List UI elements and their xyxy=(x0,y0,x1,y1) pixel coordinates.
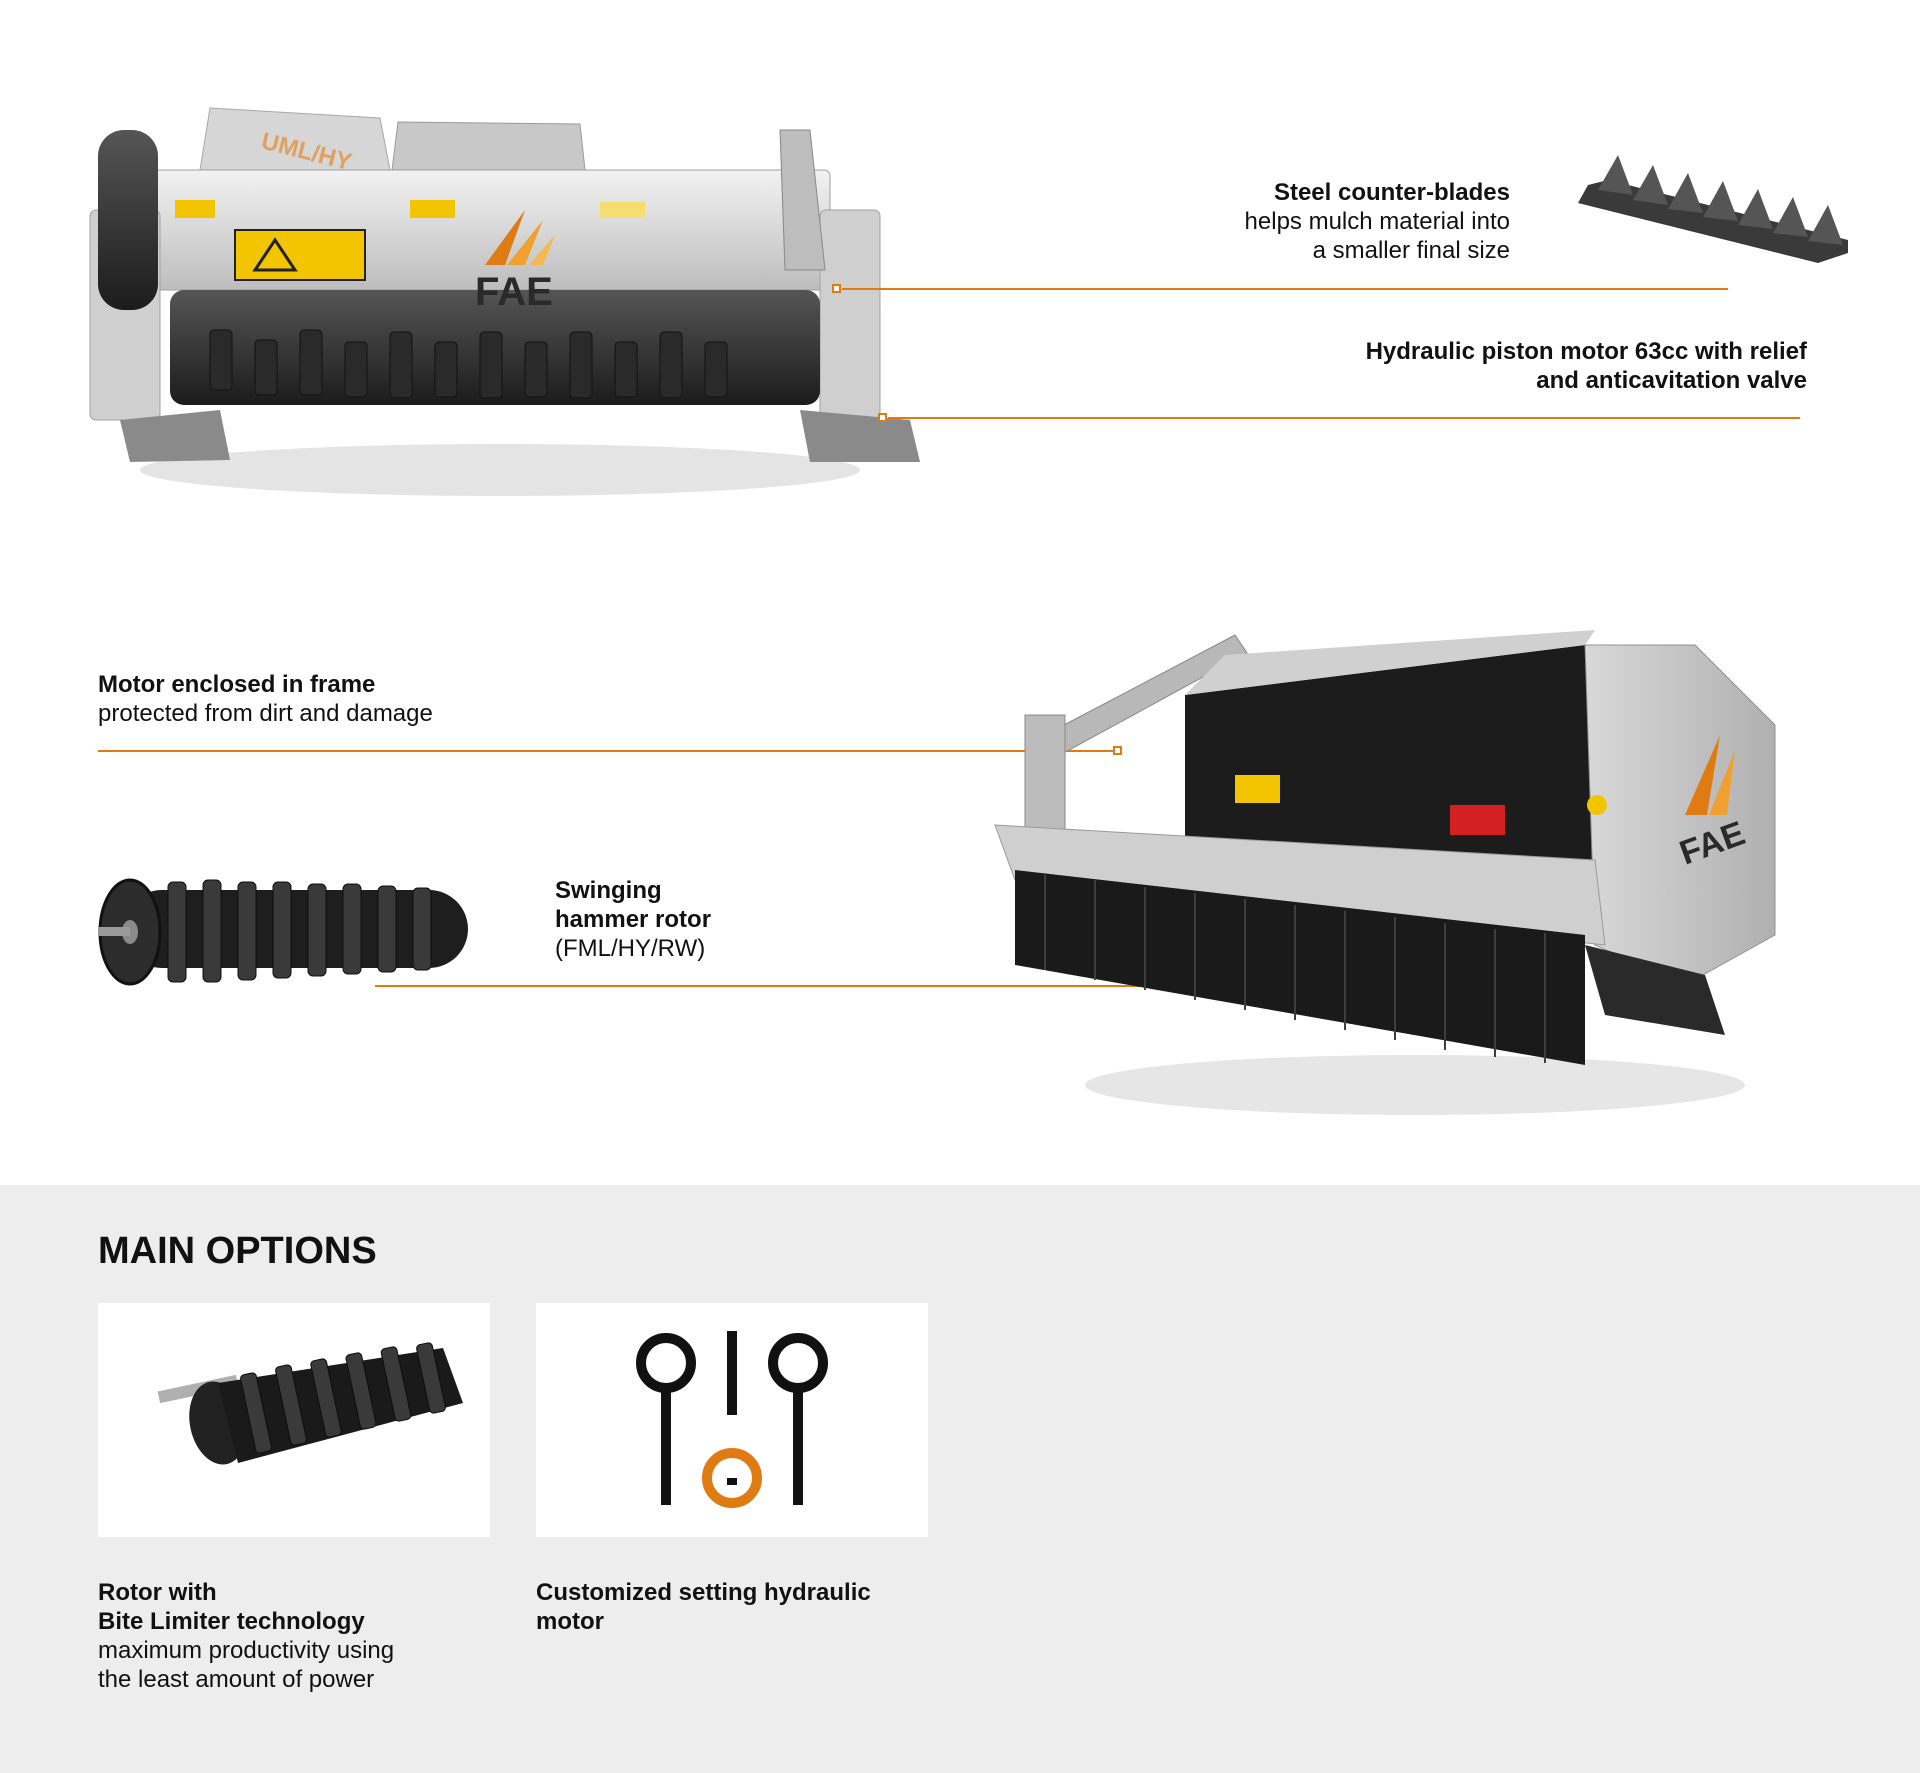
top-machine-brand: FAE xyxy=(475,270,553,314)
sliders-icon xyxy=(636,1331,828,1508)
steel-blades-leader-line xyxy=(842,288,1728,290)
option-card-hydraulic-motor xyxy=(536,1303,928,1537)
rotor-image xyxy=(157,1342,463,1465)
hammer-rotor-leader-line xyxy=(375,985,1363,987)
hammer-rotor-model: (FML/HY/RW) xyxy=(555,935,706,962)
option-1-desc-2: the least amount of power xyxy=(98,1666,375,1693)
counter-blades-image xyxy=(1578,155,1848,263)
top-mulcher-image: FAE UML/HY xyxy=(89,107,920,496)
piston-motor-leader-line xyxy=(888,417,1800,419)
side-mulcher-image: FAE xyxy=(994,630,1776,1115)
steel-blades-desc-1: helps mulch material into xyxy=(1244,208,1510,235)
option-2-title-2: motor xyxy=(536,1608,604,1635)
option-1-title-2: Bite Limiter technology xyxy=(98,1608,365,1635)
main-options-heading: MAIN OPTIONS xyxy=(98,1230,377,1272)
steel-blades-leader-node xyxy=(832,284,841,293)
motor-enclosed-desc: protected from dirt and damage xyxy=(98,700,433,727)
piston-motor-title-2: and anticavitation valve xyxy=(1536,367,1807,394)
steel-blades-title: Steel counter-blades xyxy=(1273,179,1510,206)
option-1-desc-1: maximum productivity using xyxy=(98,1637,395,1664)
hammer-rotor-title-2: hammer rotor xyxy=(555,906,712,933)
option-2-title-1: Customized setting hydraulic xyxy=(536,1579,871,1606)
motor-enclosed-leader-line xyxy=(98,750,1118,752)
piston-motor-title-1: Hydraulic piston motor 63cc with relief xyxy=(1365,338,1807,365)
motor-enclosed-title: Motor enclosed in frame xyxy=(98,671,376,698)
option-card-bite-limiter xyxy=(98,1303,490,1537)
piston-motor-leader-node xyxy=(878,413,887,422)
motor-enclosed-leader-node xyxy=(1113,746,1122,755)
steel-blades-desc-2: a smaller final size xyxy=(1312,237,1510,264)
hammer-rotor-image xyxy=(98,878,468,986)
option-1-title-1: Rotor with xyxy=(98,1579,217,1606)
hammer-rotor-title-1: Swinging xyxy=(555,877,662,904)
